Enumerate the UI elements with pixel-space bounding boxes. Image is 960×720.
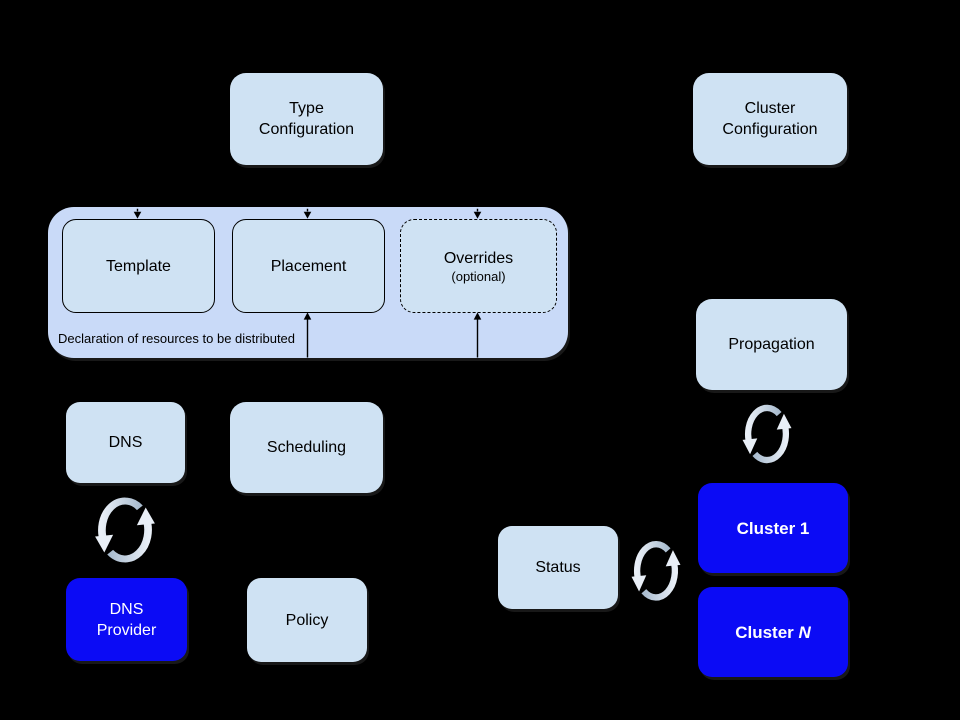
declaration-group-caption: Declaration of resources to be distribut… — [58, 331, 296, 346]
status-node: Status — [498, 526, 618, 609]
propagation-node: Propagation — [696, 299, 847, 390]
type-configuration-label-line1: Type — [289, 100, 324, 117]
status-cluster-sync-icon — [632, 544, 681, 597]
scheduling-node: Scheduling — [230, 402, 383, 493]
scheduling-label: Scheduling — [266, 439, 347, 456]
cluster-1-node: Cluster 1 — [698, 483, 848, 573]
cluster-n-label: Cluster N — [735, 622, 811, 642]
dns-provider-label-line1: DNS — [109, 600, 144, 618]
policy-node: Policy — [247, 578, 367, 662]
cluster-n-italic-suffix: N — [798, 622, 811, 642]
propagation-cluster-sync-icon — [743, 408, 792, 460]
overrides-node: Overrides (optional) — [400, 219, 557, 313]
template-node: Template — [62, 219, 215, 313]
overrides-sublabel: (optional) — [451, 268, 506, 284]
template-label: Template — [106, 257, 171, 275]
policy-label: Policy — [285, 611, 329, 629]
dns-label: DNS — [108, 434, 143, 451]
overrides-label: Overrides — [443, 249, 514, 267]
placement-label: Placement — [270, 257, 347, 275]
cluster-configuration-node: Cluster Configuration — [693, 73, 847, 165]
cluster-configuration-label-line1: Cluster — [744, 100, 796, 117]
propagation-label: Propagation — [728, 336, 815, 353]
dns-sync-icon — [95, 501, 155, 559]
dns-provider-node: DNS Provider — [66, 578, 187, 661]
type-configuration-label-line2: Configuration — [258, 121, 355, 138]
dns-node: DNS — [66, 402, 185, 483]
dns-provider-label-line2: Provider — [96, 621, 157, 639]
cluster-configuration-label-line2: Configuration — [722, 121, 818, 138]
cluster-n-node: Cluster N — [698, 587, 848, 677]
status-label: Status — [535, 559, 581, 576]
placement-node: Placement — [232, 219, 385, 313]
cluster-1-label: Cluster 1 — [736, 518, 810, 538]
type-configuration-node: Type Configuration — [230, 73, 383, 165]
